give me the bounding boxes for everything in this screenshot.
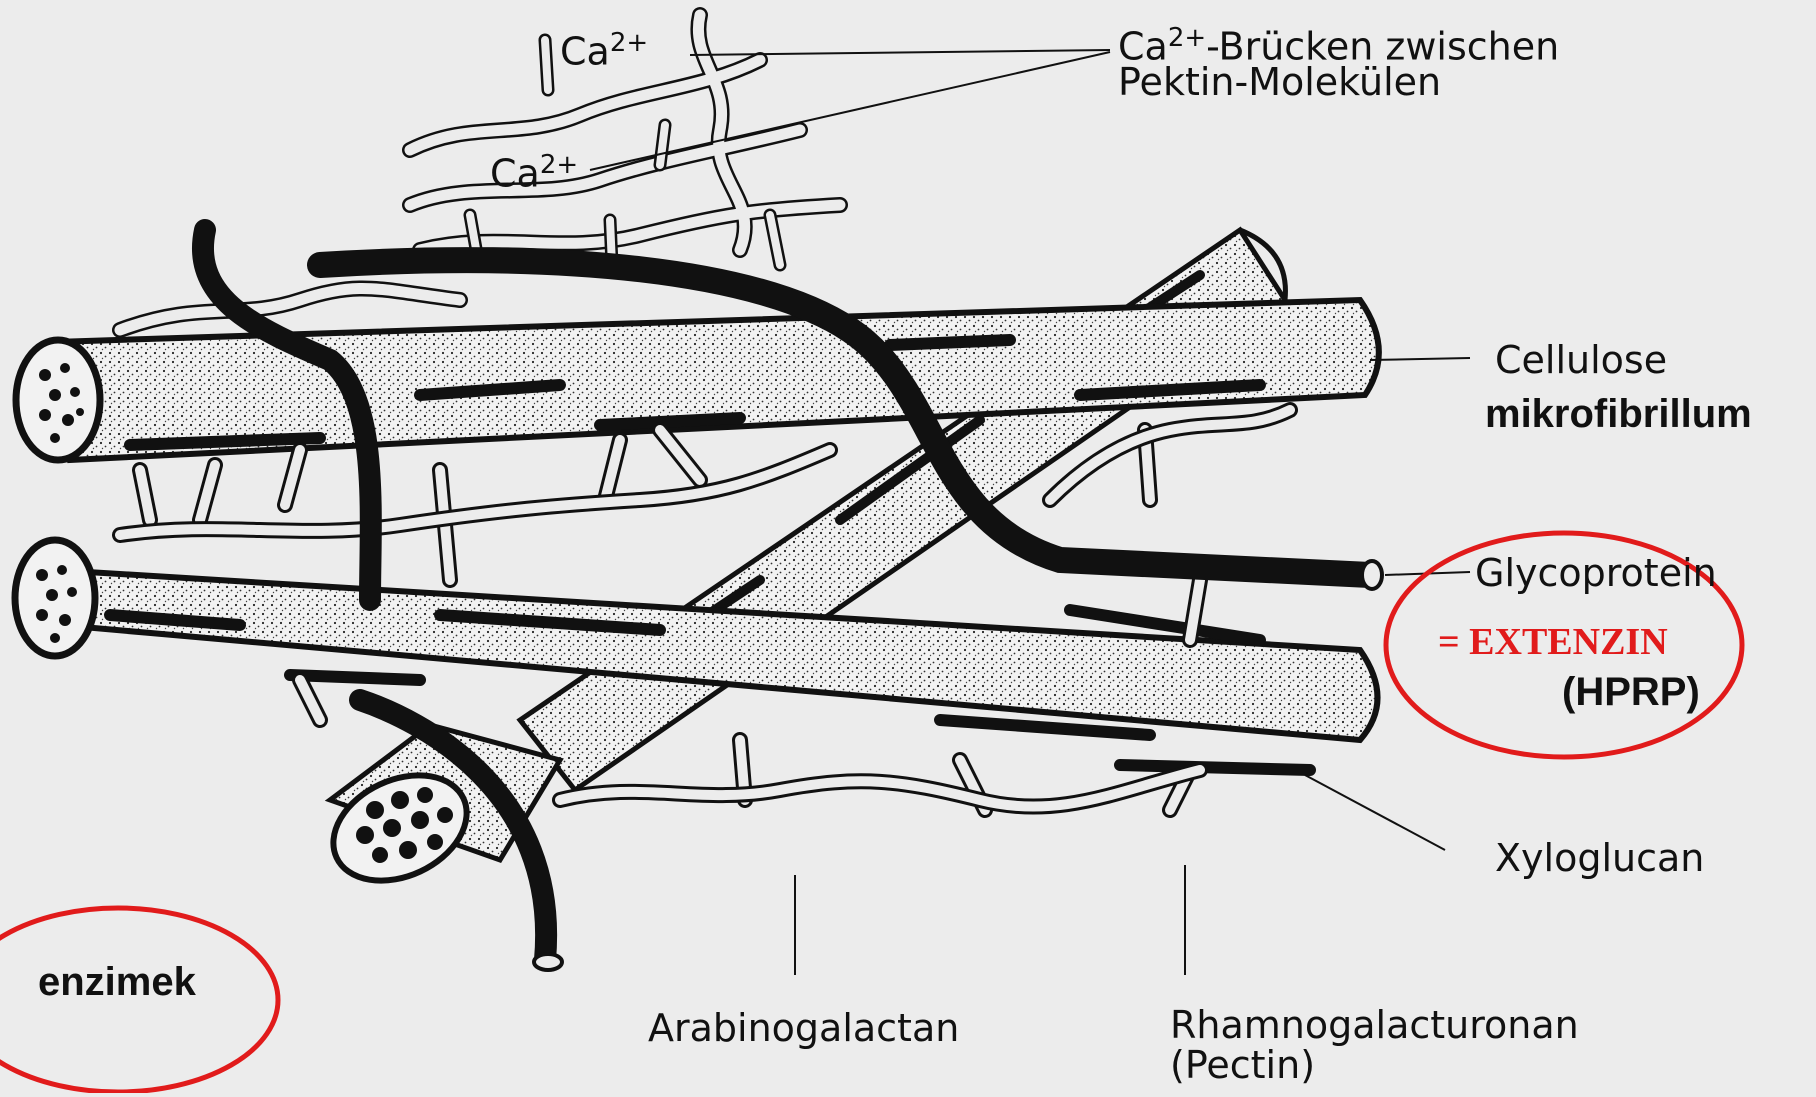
- ca-mid-sup: 2+: [540, 150, 578, 180]
- glycoprotein-label: Glycoprotein: [1475, 553, 1717, 593]
- glycoprotein-end: [1362, 561, 1382, 589]
- enzimek-label: enzimek: [38, 960, 196, 1005]
- cellulose-label: Cellulose: [1495, 340, 1667, 380]
- rhamnogalacturonan-label: Rhamnogalacturonan: [1170, 1005, 1579, 1045]
- glycoprotein-end-bottom: [534, 954, 562, 970]
- ca-top-sup: 2+: [610, 28, 648, 58]
- pectin-molecules-label: Pektin-Molekülen: [1118, 62, 1441, 102]
- leader-lines: [590, 50, 1470, 975]
- ca-ion-label-top: Ca2+: [560, 28, 648, 74]
- extenzin-label: = EXTENZIN: [1438, 620, 1668, 664]
- ca-ion-label-mid: Ca2+: [490, 150, 578, 196]
- arabinogalactan-label: Arabinogalactan: [648, 1008, 959, 1048]
- xyloglucan-label: Xyloglucan: [1495, 838, 1704, 878]
- pectin-label: (Pectin): [1170, 1045, 1315, 1085]
- ca-mid-base: Ca: [490, 152, 540, 196]
- bridges-ca-sup: 2+: [1168, 23, 1206, 53]
- mikrofibrillum-label: mikrofibrillum: [1485, 392, 1752, 437]
- hprp-label: (HPRP): [1562, 670, 1700, 715]
- ca-top-base: Ca: [560, 30, 610, 74]
